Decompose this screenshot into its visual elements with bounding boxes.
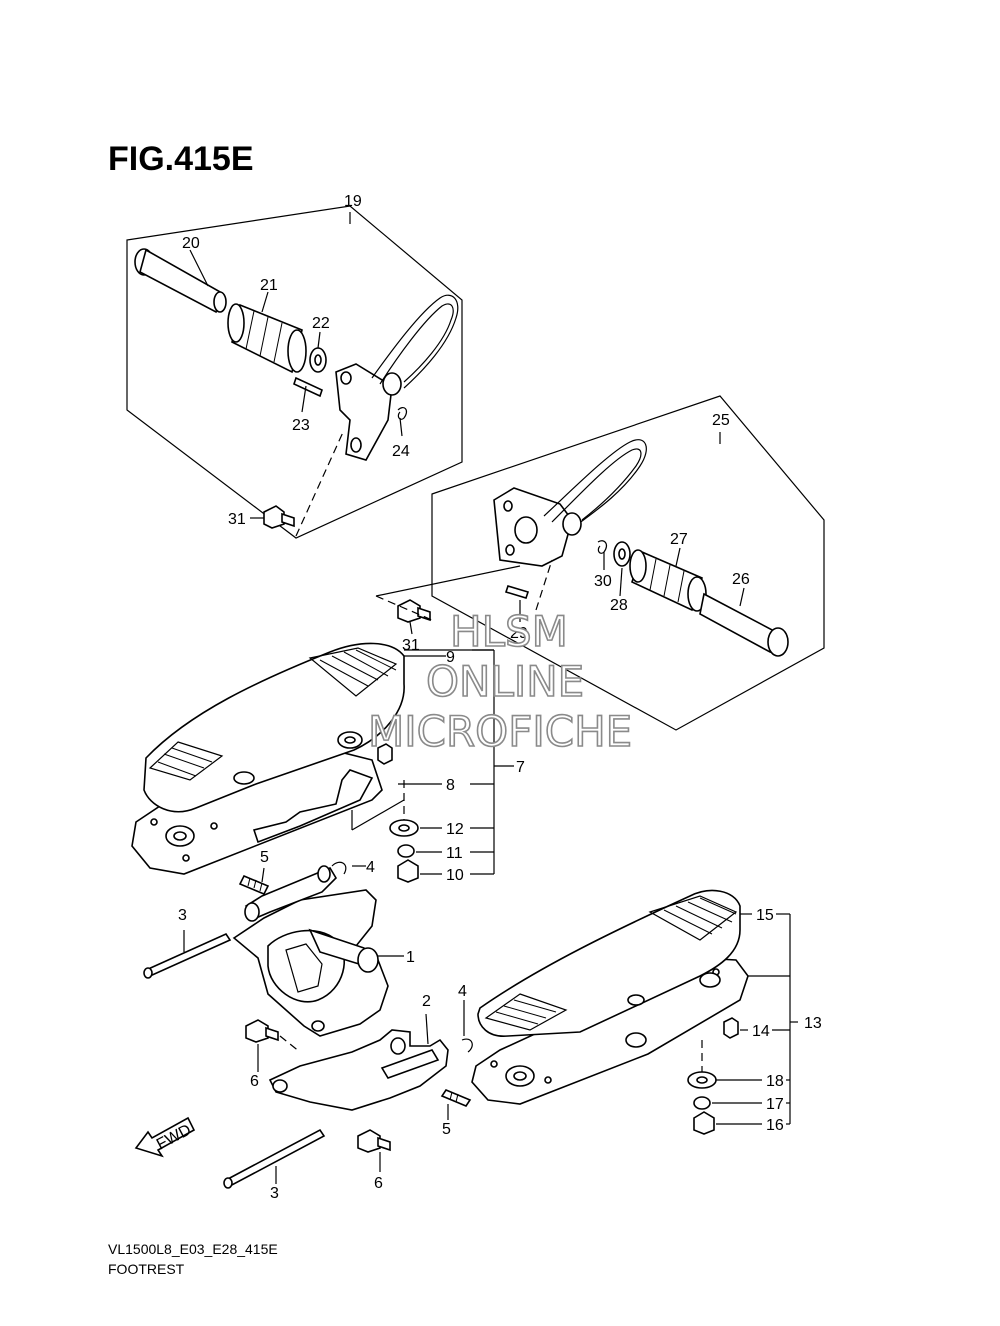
callout-17: 17: [766, 1096, 784, 1113]
footrest-bracket-left: [335, 294, 459, 461]
rear-footrest-left-group: [126, 205, 463, 539]
callout-7: 7: [516, 759, 525, 776]
callout-2: 2: [422, 993, 431, 1010]
callout-6-upper: 6: [250, 1073, 259, 1090]
footer-figure-code: VL1500L8_E03_E28_415E: [108, 1241, 278, 1257]
callout-5-upper: 5: [260, 849, 269, 866]
spring-pin-part-5-upper: [238, 874, 270, 896]
shaft-part-26: [699, 592, 789, 657]
callout-5-lower: 5: [442, 1121, 451, 1138]
callout-22: 22: [312, 315, 330, 332]
footrest-bracket-right: [493, 439, 647, 567]
callout-4-upper: 4: [366, 859, 375, 876]
left-floorboard-grooves: [157, 649, 397, 777]
callout-11: 11: [446, 845, 463, 862]
callout-12: 12: [446, 821, 464, 838]
left-floorboard-group: [131, 642, 514, 883]
washer-part-11: [397, 844, 415, 858]
clip-part-30: [597, 540, 608, 554]
callout-16: 16: [766, 1117, 784, 1134]
figure-title: FIG.415E: [108, 140, 254, 178]
spring-pin-part-5-lower: [440, 1089, 472, 1107]
nut-part-10: [397, 859, 419, 883]
callout-24: 24: [392, 443, 410, 460]
callout-9: 9: [446, 649, 455, 666]
callout-31-upper: 31: [228, 511, 246, 528]
pin-part-3-lower: [224, 1128, 326, 1188]
callout-3-upper: 3: [178, 907, 187, 924]
callout-26: 26: [732, 571, 750, 588]
bolt-part-14: [723, 1017, 739, 1039]
callout-labels: 19 20 21 22 23 24 31 25 27 26 30 28 29 3…: [178, 193, 822, 1202]
pin-part-29: [504, 585, 530, 599]
washer-part-17: [693, 1096, 711, 1110]
pin-part-3-upper: [144, 932, 232, 978]
callout-19: 19: [344, 193, 362, 210]
bolt-part-8: [377, 743, 393, 765]
callout-20: 20: [182, 235, 200, 252]
rear-footrest-right-group: [375, 395, 825, 731]
nut-part-16: [693, 1111, 715, 1135]
callout-29: 29: [510, 625, 528, 642]
callout-30: 30: [594, 573, 612, 590]
callout-13: 13: [804, 1015, 822, 1032]
callout-8: 8: [446, 777, 455, 794]
callout-15: 15: [756, 907, 774, 924]
callout-21: 21: [260, 277, 278, 294]
callout-10: 10: [446, 867, 464, 884]
callout-14: 14: [752, 1023, 770, 1040]
watermark-line-2: ONLINE: [426, 657, 584, 706]
shaft-part-20: [134, 248, 227, 314]
bolt-part-6-lower: [357, 1129, 391, 1153]
right-floorboard-group: [471, 889, 798, 1135]
callout-23: 23: [292, 417, 310, 434]
clip-part-4-upper: [331, 861, 347, 875]
callout-25: 25: [712, 412, 730, 429]
bolt-part-6-upper: [245, 1019, 279, 1043]
bolt-part-31-upper: [263, 505, 295, 529]
callout-31-lower: 31: [402, 637, 420, 654]
callout-6-lower: 6: [374, 1175, 383, 1192]
forward-direction-arrow-icon: FWD: [134, 1116, 196, 1158]
pin-part-23: [293, 376, 323, 398]
callout-4-lower: 4: [458, 983, 467, 1000]
watermark-line-1: HLSM: [450, 607, 568, 656]
footrest-mount-bracket: [143, 861, 473, 1189]
bolt-part-31-lower: [397, 599, 431, 623]
callout-28: 28: [610, 597, 628, 614]
watermark-line-3: MICROFICHE: [368, 707, 632, 756]
callout-3-lower: 3: [270, 1185, 279, 1202]
right-floorboard-grooves: [495, 897, 737, 1025]
clip-part-24: [397, 406, 408, 420]
callout-27: 27: [670, 531, 688, 548]
roller-part-21: [227, 303, 307, 374]
watermark: HLSM ONLINE MICROFICHE: [367, 606, 633, 757]
roller-part-27: [629, 549, 707, 612]
callout-18: 18: [766, 1073, 784, 1090]
clip-part-4-lower: [461, 1038, 473, 1053]
footer-figure-name: FOOTREST: [108, 1261, 185, 1277]
callout-1: 1: [406, 949, 415, 966]
